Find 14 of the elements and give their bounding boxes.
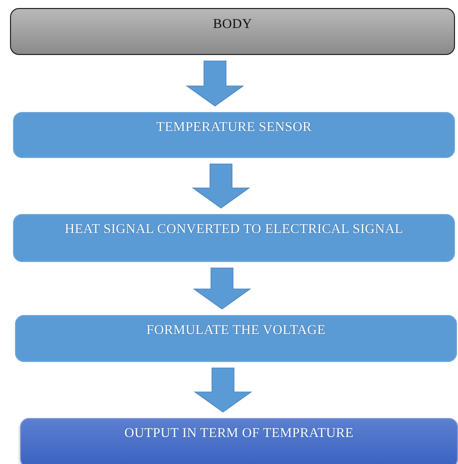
process-box bbox=[15, 315, 457, 362]
process-box bbox=[13, 214, 455, 262]
process-box bbox=[13, 112, 455, 158]
block-arrow bbox=[192, 268, 252, 310]
box-label: OUTPUT IN TERM OF TEMPRATURE bbox=[124, 425, 354, 440]
block-arrow bbox=[194, 368, 252, 412]
box-label: TEMPERATURE SENSOR bbox=[156, 119, 312, 134]
process-box bbox=[20, 418, 458, 464]
process-box bbox=[10, 8, 455, 55]
box-label: HEAT SIGNAL CONVERTED TO ELECTRICAL SIGNAL bbox=[64, 221, 404, 236]
box-label: FORMULATE THE VOLTAGE bbox=[146, 322, 326, 337]
block-arrow bbox=[186, 60, 244, 106]
block-arrow bbox=[192, 164, 250, 208]
box-label: BODY bbox=[212, 16, 252, 31]
